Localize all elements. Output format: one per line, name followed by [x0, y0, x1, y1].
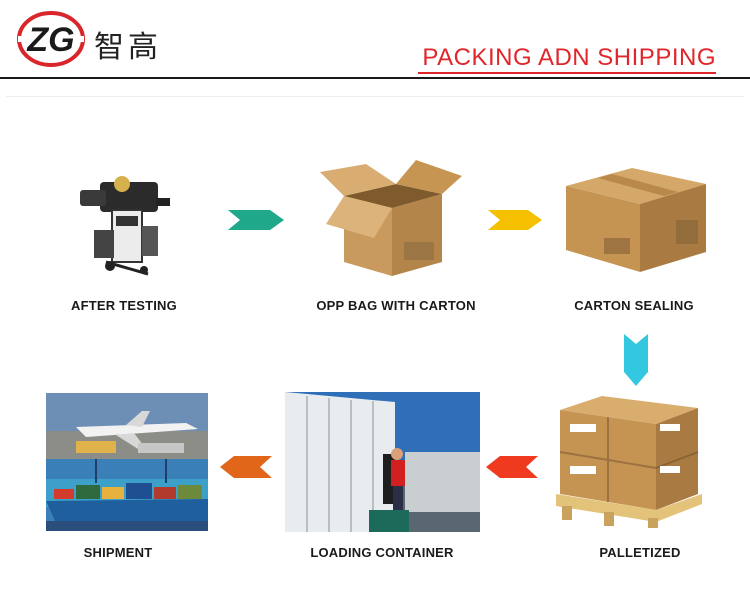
arrow-left-icon — [220, 456, 272, 478]
logo-chinese-text: 智高 — [94, 30, 162, 65]
step-after-testing-image — [70, 170, 180, 280]
step-container-photo — [285, 392, 480, 532]
arrow-down-icon — [624, 334, 648, 386]
svg-text:ZG: ZG — [26, 21, 74, 59]
pallet-cartons-icon — [556, 396, 702, 528]
step-label-carton-sealing: CARTON SEALING — [574, 298, 694, 313]
arrow-left-icon — [486, 456, 538, 478]
step-open-carton-image — [316, 158, 466, 278]
step-label-opp-bag: OPP BAG WITH CARTON — [316, 298, 476, 313]
title-underline — [418, 72, 716, 74]
step-label-shipment: SHIPMENT — [83, 545, 153, 560]
step-pallet-image — [556, 390, 706, 530]
arrow-right-icon — [488, 210, 542, 230]
step-sealed-carton-image — [560, 160, 710, 275]
page-title: PACKING ADN SHIPPING — [422, 44, 716, 71]
sealed-carton-icon — [566, 168, 706, 272]
content-divider — [6, 96, 744, 97]
step-label-loading-container: LOADING CONTAINER — [310, 545, 454, 560]
arrow-right-icon — [228, 210, 284, 230]
machine-image-icon — [80, 176, 170, 276]
page-header: ZG 智高 PACKING ADN SHIPPING — [0, 0, 750, 80]
company-logo: ZG 智高 — [16, 10, 166, 72]
ship-and-plane-photo-icon — [46, 393, 208, 531]
step-label-palletized: PALLETIZED — [599, 545, 681, 560]
zg-logo-icon: ZG — [17, 11, 85, 67]
open-carton-icon — [320, 160, 462, 276]
step-shipment-photo — [46, 393, 208, 531]
header-divider — [0, 77, 750, 79]
step-label-after-testing: AFTER TESTING — [71, 298, 177, 313]
container-loading-photo-icon — [285, 392, 480, 532]
